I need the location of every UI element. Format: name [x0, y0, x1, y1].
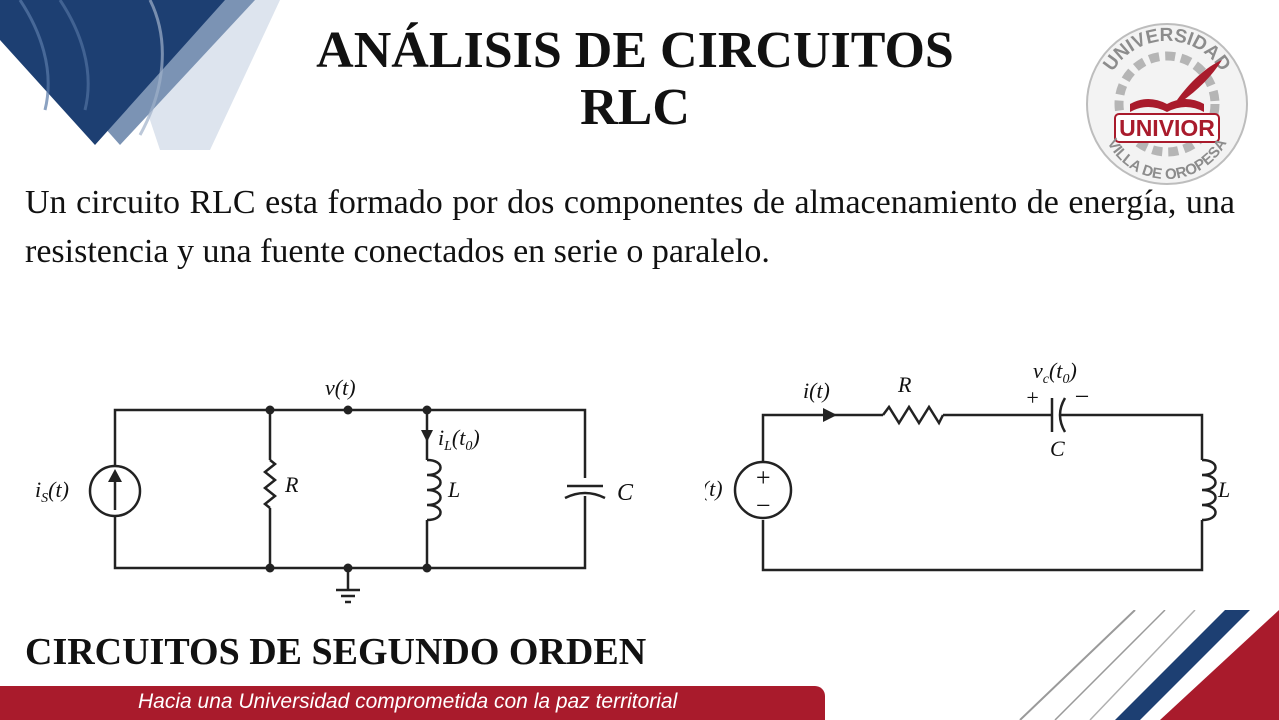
book-icon — [1130, 99, 1204, 112]
voltage-source — [733, 460, 793, 520]
corner-decoration-bottom — [1019, 610, 1279, 720]
section-subtitle: CIRCUITOS DE SEGUNDO ORDEN — [25, 631, 647, 673]
source-arrow-icon — [108, 469, 122, 482]
capacitor-minus-sign: − — [1073, 382, 1091, 411]
source-voltage-label: vS(t) — [705, 476, 723, 505]
intro-paragraph: Un circuito RLC esta formado por dos com… — [25, 184, 1235, 270]
university-logo: UNIVERSIDAD UNIVIOR VILLA DE OROPESA — [1086, 23, 1248, 185]
capacitor-voltage-label: vc(t0) — [1033, 358, 1077, 387]
inductor-label: L — [447, 477, 460, 502]
current-arrow-icon — [823, 408, 837, 422]
footer-banner: Hacia una Universidad comprometida con l… — [0, 686, 825, 720]
logo-brand: UNIVIOR — [1119, 115, 1215, 141]
source-plus-sign: + — [754, 463, 772, 492]
resistor-label: R — [284, 472, 299, 497]
title-line-2: RLC — [580, 79, 690, 136]
series-rlc-circuit: + − i(t) R vc(t0) + − C vS(t) L — [705, 358, 1230, 572]
title-line-1: ANÁLISIS DE CIRCUITOS — [316, 22, 954, 79]
footer-text: Hacia una Universidad comprometida con l… — [138, 690, 678, 713]
capacitor-plus-sign: + — [1025, 385, 1040, 410]
feather-icon — [1177, 60, 1222, 102]
capacitor-label: C — [617, 480, 634, 506]
inductor-current-arrow-icon — [421, 430, 433, 442]
inductor-current-label: iL(t0) — [438, 425, 480, 454]
series-resistor-label: R — [897, 372, 912, 397]
corner-decoration — [0, 0, 280, 150]
node-voltage-label: v(t) — [325, 375, 356, 400]
source-minus-sign: − — [754, 491, 772, 520]
series-capacitor-label: C — [1050, 436, 1065, 461]
slide-title: ANÁLISIS DE CIRCUITOS RLC — [190, 22, 1080, 136]
series-inductor-label: L — [1217, 477, 1230, 502]
parallel-rlc-circuit: iS(t) v(t) R iL(t0) L C — [35, 375, 634, 604]
source-current-label: iS(t) — [35, 477, 69, 506]
loop-current-label: i(t) — [803, 378, 830, 403]
